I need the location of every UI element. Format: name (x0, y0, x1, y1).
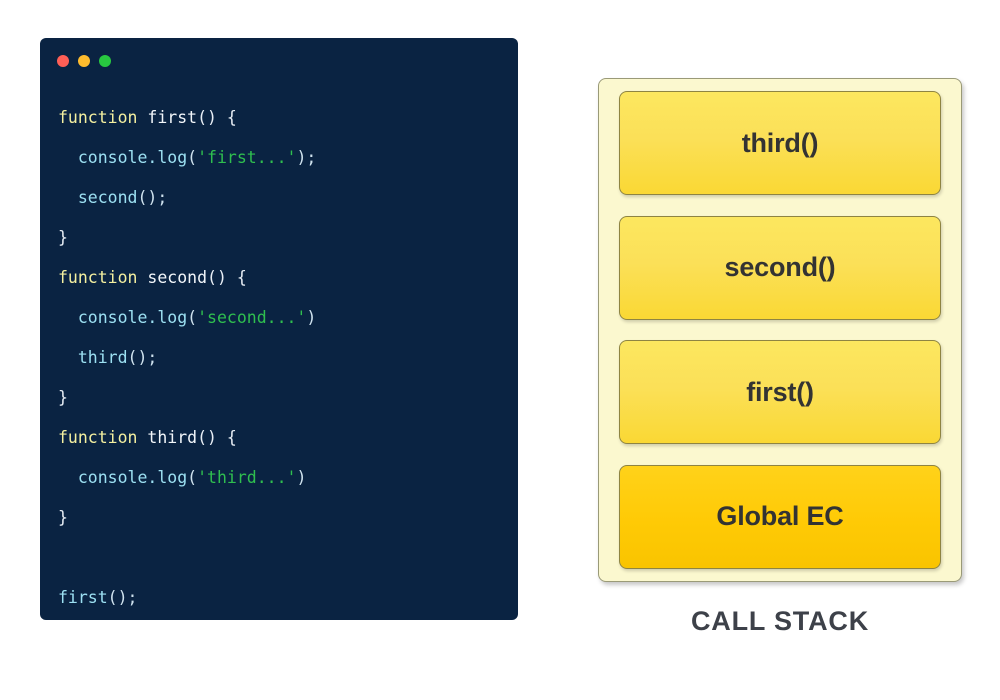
code-token-kw: function (58, 108, 138, 127)
code-token-plain: () { (197, 108, 237, 127)
code-token-kw: function (58, 428, 138, 447)
code-token-plain (58, 308, 78, 327)
code-line: } (40, 378, 518, 418)
code-editor-panel: function first() { console.log('first...… (40, 38, 518, 620)
code-token-punct: ); (296, 148, 317, 167)
code-token-name: second (147, 268, 208, 287)
code-token-kw: function (58, 268, 138, 287)
call-stack-label: CALL STACK (691, 606, 869, 636)
code-line: console.log('third...') (40, 458, 518, 498)
code-token-fn: console.log (77, 468, 188, 487)
code-token-fn: third (77, 348, 128, 367)
stack-frame-label: Global EC (716, 501, 844, 532)
code-token-str: 'second...' (197, 308, 307, 327)
code-token-punct: ( (187, 468, 198, 487)
code-token-fn: console.log (77, 148, 188, 167)
window-controls (57, 55, 111, 67)
code-token-str: 'first...' (197, 148, 297, 167)
code-line: function first() { (40, 98, 518, 138)
code-line: function third() { (40, 418, 518, 458)
code-line: } (40, 218, 518, 258)
code-line: third(); (40, 338, 518, 378)
code-token-plain: } (58, 508, 68, 527)
code-token-plain (58, 148, 78, 167)
code-line: second(); (40, 178, 518, 218)
code-token-plain: () { (197, 428, 237, 447)
stack-frame-global-ec[interactable]: Global EC (619, 464, 941, 569)
maximize-dot[interactable] (99, 55, 111, 67)
code-token-plain: } (58, 228, 68, 247)
code-token-plain (58, 468, 78, 487)
code-line: } (40, 498, 518, 538)
code-token-plain: } (58, 388, 68, 407)
code-line: function second() { (40, 258, 518, 298)
code-line: console.log('second...') (40, 298, 518, 338)
stack-frame-first[interactable]: first() (619, 340, 941, 445)
code-block[interactable]: function first() { console.log('first...… (40, 98, 518, 618)
code-token-plain (58, 348, 78, 367)
code-line (40, 538, 518, 578)
code-token-str: 'third...' (197, 468, 297, 487)
code-token-plain (137, 268, 147, 287)
code-token-plain (137, 108, 147, 127)
call-stack-container: third() second() first() Global EC (598, 78, 962, 582)
code-token-punct: ( (187, 308, 198, 327)
code-token-name: first (147, 108, 198, 127)
minimize-dot[interactable] (78, 55, 90, 67)
code-token-punct: (); (127, 348, 158, 367)
code-token-punct: (); (137, 188, 168, 207)
stack-frame-label: first() (746, 376, 814, 407)
code-token-plain (137, 428, 147, 447)
stack-frame-second[interactable]: second() (619, 215, 941, 320)
code-token-fn: second (77, 188, 138, 207)
code-line: console.log('first...'); (40, 138, 518, 178)
code-line: first(); (40, 578, 518, 618)
code-token-plain: () { (207, 268, 247, 287)
call-stack-diagram: third() second() first() Global EC (598, 78, 962, 582)
code-token-plain (58, 188, 78, 207)
code-token-fn: console.log (77, 308, 188, 327)
code-token-punct: ( (187, 148, 198, 167)
stack-frame-label: second() (724, 252, 836, 283)
code-token-name: third (147, 428, 198, 447)
code-token-punct: ) (296, 468, 307, 487)
stack-frame-label: third() (741, 127, 819, 158)
code-token-punct: (); (107, 588, 138, 607)
code-token-fn: first (58, 588, 108, 607)
stack-frame-third[interactable]: third() (619, 91, 941, 195)
code-token-punct: ) (306, 308, 317, 327)
close-dot[interactable] (57, 55, 69, 67)
